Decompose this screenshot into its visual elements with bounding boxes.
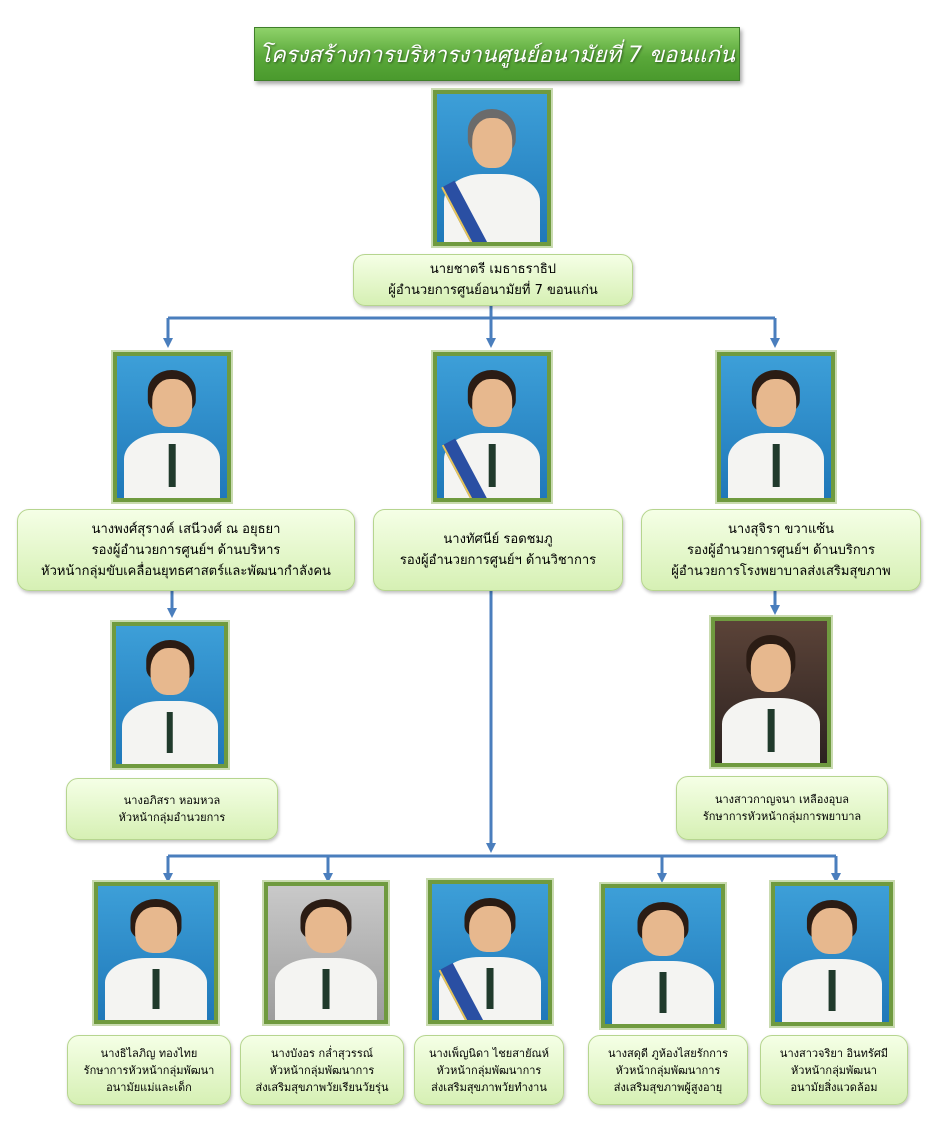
head-3-photo <box>426 878 554 1026</box>
deputy-admin-position: รองผู้อำนวยการศูนย์ฯ ด้านบริหาร <box>91 542 281 558</box>
admin-group-head-name: นางอภิสรา หอมหวล <box>123 794 221 807</box>
head-1-photo <box>92 880 220 1026</box>
director-photo <box>431 88 553 248</box>
deputy-admin-extra: หัวหน้ากลุ่มขับเคลื่อนยุทธศาสตร์และพัฒนา… <box>41 563 331 579</box>
nursing-group-head-photo <box>709 615 833 769</box>
head-1-name: นางธิไลภิญ ทองไทย <box>100 1046 198 1060</box>
head-1-line1: รักษาการหัวหน้ากลุ่มพัฒนา <box>83 1063 215 1077</box>
head-1-box: นางธิไลภิญ ทองไทย รักษาการหัวหน้ากลุ่มพั… <box>67 1035 231 1105</box>
head-1-line2: อนามัยแม่และเด็ก <box>106 1080 192 1094</box>
head-5-line2: อนามัยสิ่งแวดล้อม <box>790 1080 878 1094</box>
head-3-line2: ส่งเสริมสุขภาพวัยทำงาน <box>431 1080 547 1094</box>
nursing-group-head-box: นางสาวกาญจนา เหลืองอุบล รักษาการหัวหน้าก… <box>676 776 888 840</box>
deputy-admin-photo <box>111 350 233 504</box>
head-3-line1: หัวหน้ากลุ่มพัฒนาการ <box>436 1063 542 1077</box>
deputy-academic-photo <box>431 350 553 504</box>
nursing-group-head-position: รักษาการหัวหน้ากลุ่มการพยาบาล <box>702 810 862 823</box>
deputy-academic-box: นางทัศนีย์ รอดชมภู รองผู้อำนวยการศูนย์ฯ … <box>373 509 623 591</box>
head-3-box: นางเพ็ญนิดา ไชยสายัณห์ หัวหน้ากลุ่มพัฒนา… <box>414 1035 564 1105</box>
deputy-service-extra: ผู้อำนวยการโรงพยาบาลส่งเสริมสุขภาพ <box>671 563 891 579</box>
admin-group-head-position: หัวหน้ากลุ่มอำนวยการ <box>118 811 226 824</box>
admin-group-head-box: นางอภิสรา หอมหวล หัวหน้ากลุ่มอำนวยการ <box>66 778 278 840</box>
head-2-line2: ส่งเสริมสุขภาพวัยเรียนวัยรุ่น <box>255 1080 389 1094</box>
head-2-name: นางบังอร กล่ำสุวรรณ์ <box>271 1046 373 1060</box>
deputy-academic-name: นางทัศนีย์ รอดชมภู <box>443 532 553 547</box>
nursing-group-head-name: นางสาวกาญจนา เหลืองอุบล <box>714 793 850 806</box>
deputy-admin-box: นางพงศ์สุรางค์ เสนีวงศ์ ณ อยุธยา รองผู้อ… <box>17 509 355 591</box>
deputy-admin-name: นางพงศ์สุรางค์ เสนีวงศ์ ณ อยุธยา <box>91 521 281 537</box>
deputy-service-photo <box>715 350 837 504</box>
head-2-photo <box>262 880 390 1026</box>
head-5-line1: หัวหน้ากลุ่มพัฒนา <box>791 1063 877 1077</box>
deputy-service-box: นางสุจิรา ขวาแซ้น รองผู้อำนวยการศูนย์ฯ ด… <box>641 509 921 591</box>
head-2-box: นางบังอร กล่ำสุวรรณ์ หัวหน้ากลุ่มพัฒนากา… <box>240 1035 404 1105</box>
head-5-name: นางสาวจริยา อินทรัศมี <box>779 1046 889 1060</box>
director-position: ผู้อำนวยการศูนย์อนามัยที่ 7 ขอนแก่น <box>388 283 598 298</box>
head-2-line1: หัวหน้ากลุ่มพัฒนาการ <box>269 1063 375 1077</box>
admin-group-head-photo <box>110 620 230 770</box>
deputy-service-name: นางสุจิรา ขวาแซ้น <box>727 521 835 537</box>
head-3-name: นางเพ็ญนิดา ไชยสายัณห์ <box>428 1046 550 1060</box>
head-4-line2: ส่งเสริมสุขภาพผู้สูงอายุ <box>613 1080 723 1094</box>
head-4-line1: หัวหน้ากลุ่มพัฒนาการ <box>615 1063 721 1077</box>
head-4-photo <box>599 882 727 1030</box>
chart-title: โครงสร้างการบริหารงานศูนย์อนามัยที่ 7 ขอ… <box>254 27 740 81</box>
head-5-box: นางสาวจริยา อินทรัศมี หัวหน้ากลุ่มพัฒนา … <box>760 1035 908 1105</box>
head-5-photo <box>769 880 895 1028</box>
director-name: นายชาตรี เมธาธราธิป <box>429 262 557 277</box>
director-box: นายชาตรี เมธาธราธิป ผู้อำนวยการศูนย์อนาม… <box>353 254 633 306</box>
deputy-service-position: รองผู้อำนวยการศูนย์ฯ ด้านบริการ <box>686 542 876 558</box>
deputy-academic-position: รองผู้อำนวยการศูนย์ฯ ด้านวิชาการ <box>399 553 597 568</box>
head-4-name: นางสดุดี ภูห้องไสยรักการ <box>607 1046 729 1060</box>
head-4-box: นางสดุดี ภูห้องไสยรักการ หัวหน้ากลุ่มพัฒ… <box>588 1035 748 1105</box>
